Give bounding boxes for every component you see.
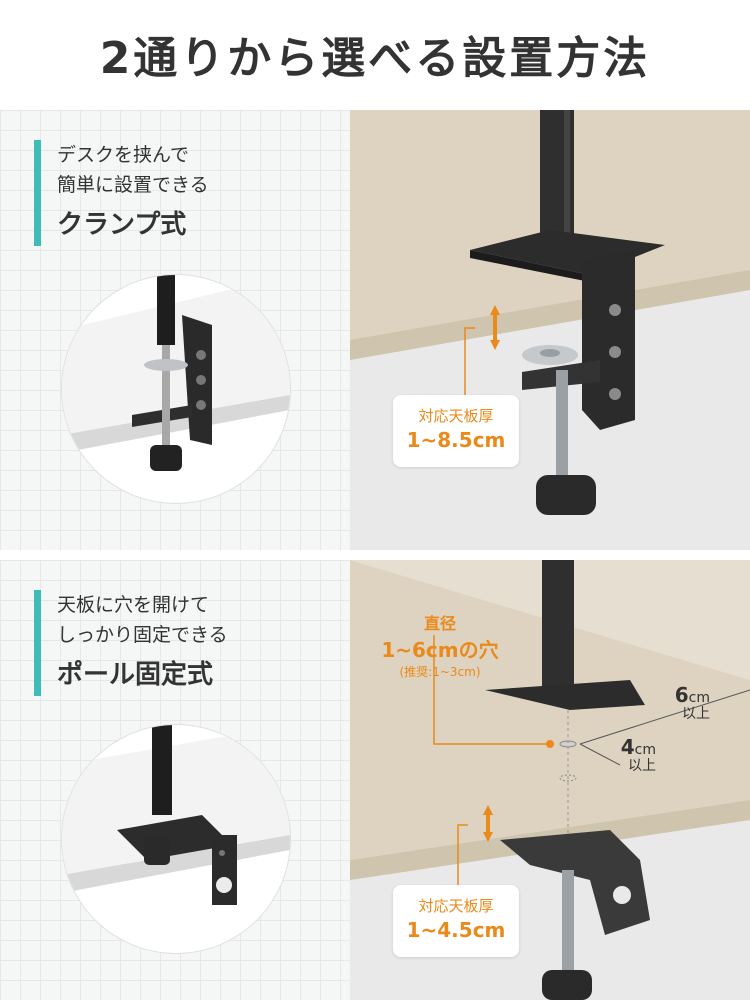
clamp-thickness-value: 1~8.5cm xyxy=(406,428,506,452)
pole-thickness-label: 対応天板厚 1~4.5cm xyxy=(393,885,519,957)
clamp-install-image xyxy=(350,110,750,550)
dim1-sub: 以上 xyxy=(682,706,710,722)
pole-heading: 天板に穴を開けて しっかり固定できる ポール固定式 xyxy=(34,590,228,696)
clamp-subtitle-line2: 簡単に設置できる xyxy=(57,174,209,196)
clamp-heading: デスクを挟んで 簡単に設置できる クランプ式 xyxy=(34,140,209,246)
clamp-thickness-label: 対応天板厚 1~8.5cm xyxy=(393,395,519,467)
hole-size-title: 直径 xyxy=(423,614,456,633)
edge-distance-6cm: 6cm 以上 xyxy=(650,683,710,723)
dim2-sub: 以上 xyxy=(628,758,656,774)
pole-section: 天板に穴を開けて しっかり固定できる ポール固定式 xyxy=(0,560,750,1000)
edge-distance-4cm: 4cm 以上 xyxy=(606,735,656,775)
clamp-subtitle-line1: デスクを挟んで xyxy=(57,144,190,166)
pole-closeup-image xyxy=(62,725,290,953)
pole-thickness-value: 1~4.5cm xyxy=(406,918,506,942)
dim2-unit: cm xyxy=(634,742,656,758)
pole-subtitle-line1: 天板に穴を開けて xyxy=(57,594,210,616)
dim1-value: 6 xyxy=(674,683,689,707)
pole-subtitle-line2: しっかり固定できる xyxy=(57,624,228,646)
clamp-method-name: クランプ式 xyxy=(57,210,187,240)
clamp-thickness-title: 対応天板厚 xyxy=(418,407,494,425)
pole-method-name: ポール固定式 xyxy=(57,660,214,690)
hole-size-value: 1~6cmの穴 xyxy=(381,638,499,662)
dim2-value: 4 xyxy=(620,735,635,759)
clamp-section: デスクを挟んで 簡単に設置できる クランプ式 xyxy=(0,110,750,550)
page-title: 2通りから選べる設置方法 xyxy=(99,33,651,84)
clamp-closeup-image xyxy=(62,275,290,503)
pole-thickness-title: 対応天板厚 xyxy=(418,897,494,915)
hole-size-note: (推奨:1~3cm) xyxy=(399,665,481,679)
dim1-unit: cm xyxy=(688,690,710,706)
hole-size-label: 直径 1~6cmの穴 (推奨:1~3cm) xyxy=(370,610,510,680)
